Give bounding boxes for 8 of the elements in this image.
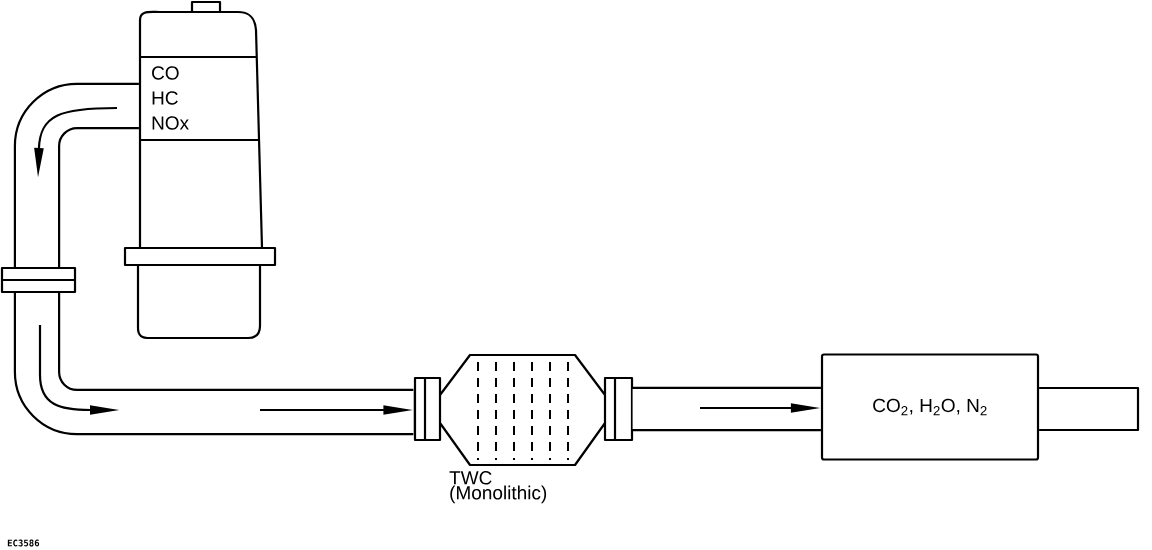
engine-drawing: CO HC NOx (123, 0, 277, 340)
exhaust-pipe (1039, 386, 1140, 432)
muffler-box: CO$_{2}$, H$_{2}$O, N$_{2}$ (820, 353, 1040, 461)
exhaust-pipe (13, 82, 414, 436)
figure-code: EC3586 (7, 539, 40, 547)
exhaust-pipe (632, 386, 821, 432)
component-label: TWC (Monolithic) (449, 471, 547, 504)
catalytic-converter-drawing (413, 353, 634, 467)
